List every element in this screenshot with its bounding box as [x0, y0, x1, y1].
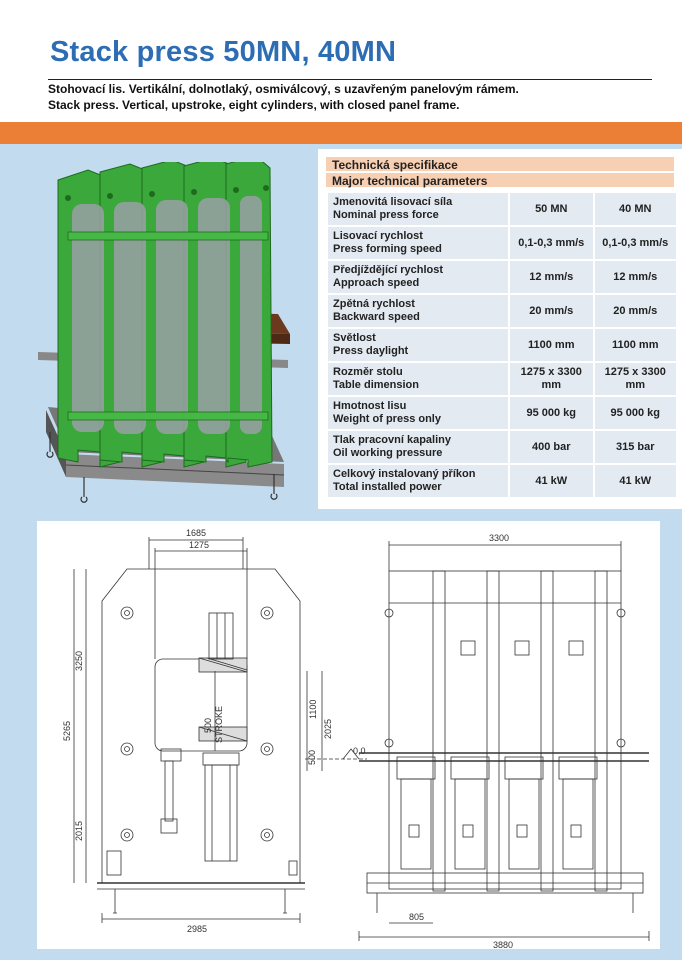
- drawing-svg: 1685 1275 3250 5265 2015 1100 2025 500 5…: [62, 528, 650, 949]
- spec-value-40mn: 41 kW: [592, 463, 678, 499]
- dim-1275: 1275: [189, 540, 209, 550]
- dim-3880: 3880: [493, 940, 513, 949]
- spec-parameter-en: Approach speed: [333, 277, 420, 289]
- dim-1100: 1100: [308, 700, 318, 719]
- spec-value-50mn: 12 mm/s: [508, 259, 595, 295]
- spec-parameter-cz: Tlak pracovní kapaliny: [333, 434, 451, 446]
- spec-parameter-cz: Zpětná rychlost: [333, 298, 415, 310]
- spec-parameter-cz: Jmenovitá lisovací síla: [333, 196, 453, 208]
- spec-parameter-en: Oil working pressure: [333, 447, 443, 459]
- spec-value-50mn: 50 MN: [508, 191, 595, 227]
- dim-500: 500: [307, 750, 317, 765]
- dim-3300: 3300: [489, 533, 509, 543]
- spec-value-40mn: 1100 mm: [592, 327, 678, 363]
- specification-panel: Technická specifikace Major technical pa…: [318, 149, 682, 509]
- spec-value-40mn: 20 mm/s: [592, 293, 678, 329]
- spec-parameter-en: Press daylight: [333, 345, 409, 357]
- subtitle-czech: Stohovací lis. Vertikální, dolnotlaký, o…: [48, 82, 519, 96]
- spec-parameter-cz: Světlost: [333, 332, 376, 344]
- spec-parameter-cz: Celkový instalovaný příkon: [333, 468, 476, 480]
- spec-parameter-cz: Předjíždějící rychlost: [333, 264, 444, 276]
- spec-value-40mn: 315 bar: [592, 429, 678, 465]
- dim-3250: 3250: [74, 651, 84, 671]
- page-title: Stack press 50MN, 40MN: [50, 36, 397, 68]
- spec-heading-english: Major technical parameters: [326, 173, 674, 189]
- spec-value-50mn: 1100 mm: [508, 327, 595, 363]
- dim-1685: 1685: [186, 528, 206, 538]
- stroke-label: STROKE: [214, 706, 224, 743]
- spec-value-50mn: 400 bar: [508, 429, 595, 465]
- spec-parameter-en: Backward speed: [333, 311, 420, 323]
- level-0: 0,0: [353, 746, 366, 756]
- technical-drawing: 1685 1275 3250 5265 2015 1100 2025 500 5…: [37, 521, 660, 949]
- spec-parameter-en: Table dimension: [333, 379, 419, 391]
- spec-parameter-en: Press forming speed: [333, 243, 442, 255]
- front-frame-outline: [388, 570, 622, 890]
- spec-value-40mn: 95 000 kg: [592, 395, 678, 431]
- spec-parameter-en: Nominal press force: [333, 209, 439, 221]
- spec-parameter-cz: Hmotnost lisu: [333, 400, 407, 412]
- dim-2985: 2985: [187, 924, 207, 934]
- spec-value-50mn: 20 mm/s: [508, 293, 595, 329]
- spec-value-40mn: 1275 x 3300 mm: [592, 361, 678, 397]
- dim-2025: 2025: [323, 719, 333, 739]
- subtitle-english: Stack press. Vertical, upstroke, eight c…: [48, 98, 460, 112]
- spec-parameter-cz: Rozměr stolu: [333, 366, 403, 378]
- spec-value-50mn: 95 000 kg: [508, 395, 595, 431]
- spec-value-50mn: 1275 x 3300 mm: [508, 361, 595, 397]
- dim-500-stroke: 500: [203, 718, 213, 733]
- press-3d-render: [38, 162, 290, 503]
- spec-parameter-en: Total installed power: [333, 481, 442, 493]
- spec-parameter-en: Weight of press only: [333, 413, 441, 425]
- spec-value-50mn: 41 kW: [508, 463, 595, 499]
- spec-value-50mn: 0,1-0,3 mm/s: [508, 225, 595, 261]
- dim-2015: 2015: [74, 821, 84, 841]
- orange-band: [0, 122, 682, 144]
- spec-value-40mn: 40 MN: [592, 191, 678, 227]
- spec-heading-czech: Technická specifikace: [326, 157, 674, 173]
- spec-value-40mn: 0,1-0,3 mm/s: [592, 225, 678, 261]
- title-rule: [48, 79, 652, 80]
- spec-value-40mn: 12 mm/s: [592, 259, 678, 295]
- dim-805: 805: [409, 912, 424, 922]
- dim-5265: 5265: [62, 721, 72, 741]
- spec-parameter-cz: Lisovací rychlost: [333, 230, 423, 242]
